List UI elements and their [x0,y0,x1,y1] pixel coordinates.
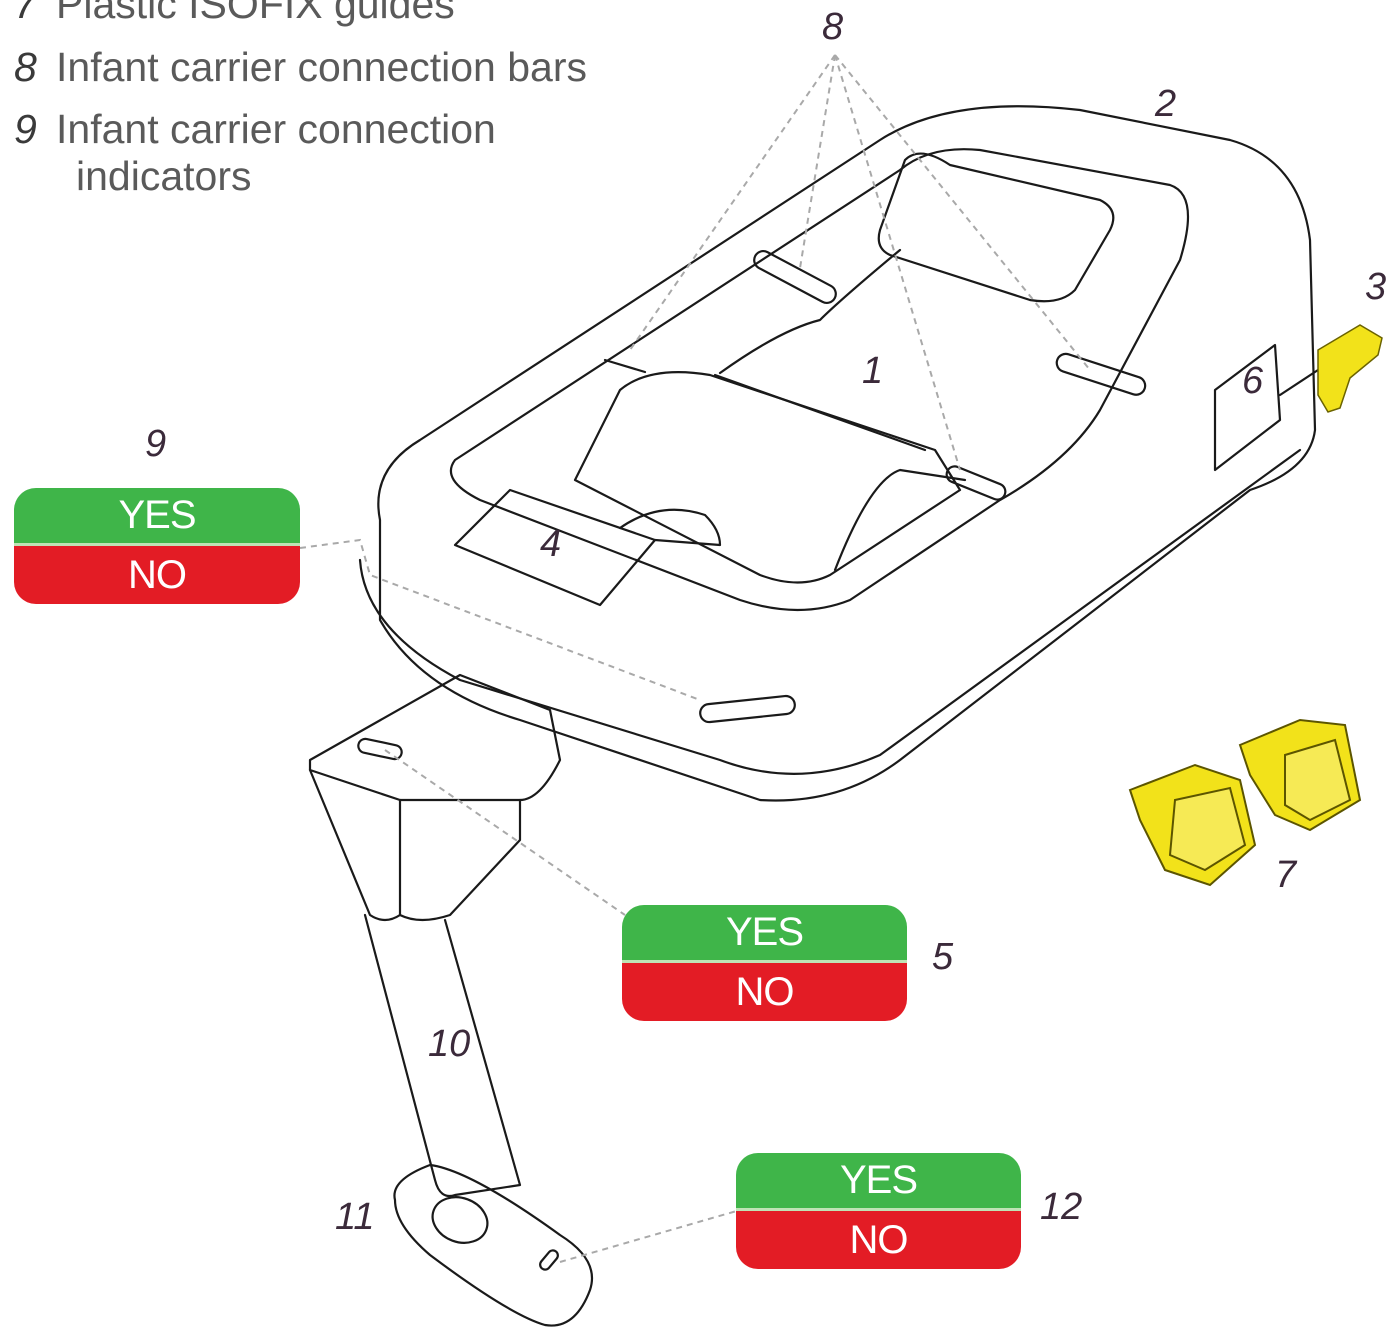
leader-12 [559,1209,741,1263]
seat-well [573,371,962,584]
leader-8-c [834,54,961,471]
callout-7: 7 [1275,854,1297,896]
carrier-connection-indicator: YES NO [14,488,300,604]
leader-8-d [834,54,1091,371]
leader-5 [384,749,626,916]
indicator-yes: YES [736,1153,1021,1211]
base-shell-rim [358,448,1302,775]
support-leg-foot [393,1163,594,1327]
connection-bar-rear-right [1055,352,1147,396]
indicator-no: NO [736,1211,1021,1269]
support-leg-column [363,913,522,1198]
callout-1: 1 [862,350,884,392]
callout-4: 4 [540,523,562,565]
support-leg-indicator: YES NO [736,1153,1021,1269]
legend-text: indicators [76,153,252,199]
indicator-yes: YES [14,488,300,546]
callout-3: 3 [1365,266,1387,308]
legend-number: 7 [14,0,37,27]
indicator-no: NO [14,546,300,604]
callout-10: 10 [428,1023,471,1065]
callout-12: 12 [1040,1186,1083,1228]
connection-bar-rear-left [753,249,837,305]
legend-item-9-cont: indicators [76,156,251,197]
callout-11: 11 [335,1196,375,1238]
callout-8: 8 [822,6,844,48]
connection-bar-front-left [603,358,647,374]
connection-bar-front-right [945,465,1007,501]
isofix-connection-indicator: YES NO [622,905,907,1021]
leader-8-b [799,54,836,269]
indicator-no: NO [622,963,907,1021]
leg-indicator-slot [357,737,403,761]
rear-panel [877,152,1115,303]
callout-2: 2 [1155,83,1177,125]
legend-item-7: 7 Plastic ISOFIX guides [14,0,455,25]
leader-8-a [629,54,836,351]
legend-item-8: 8 Infant carrier connection bars [14,47,587,88]
leader-9 [299,538,701,701]
legend-item-9: 9 Infant carrier connection [14,109,496,150]
legend-number: 9 [14,106,37,152]
legend-number: 8 [14,44,37,90]
legend-text: Infant carrier connection [56,106,496,152]
legend-text: Plastic ISOFIX guides [56,0,455,27]
indicator-window [699,694,796,724]
legend-text: Infant carrier connection bars [56,44,587,90]
isofix-connector-attached [1317,324,1383,413]
callout-6: 6 [1242,360,1264,402]
indicator-yes: YES [622,905,907,963]
base-inner-tub [449,148,1190,612]
plastic-isofix-guides [1128,718,1362,887]
base-shell-outline [377,105,1317,802]
callout-5: 5 [932,936,954,978]
support-leg-housing [308,673,562,802]
callout-9: 9 [145,423,167,465]
side-panel [1213,343,1282,472]
